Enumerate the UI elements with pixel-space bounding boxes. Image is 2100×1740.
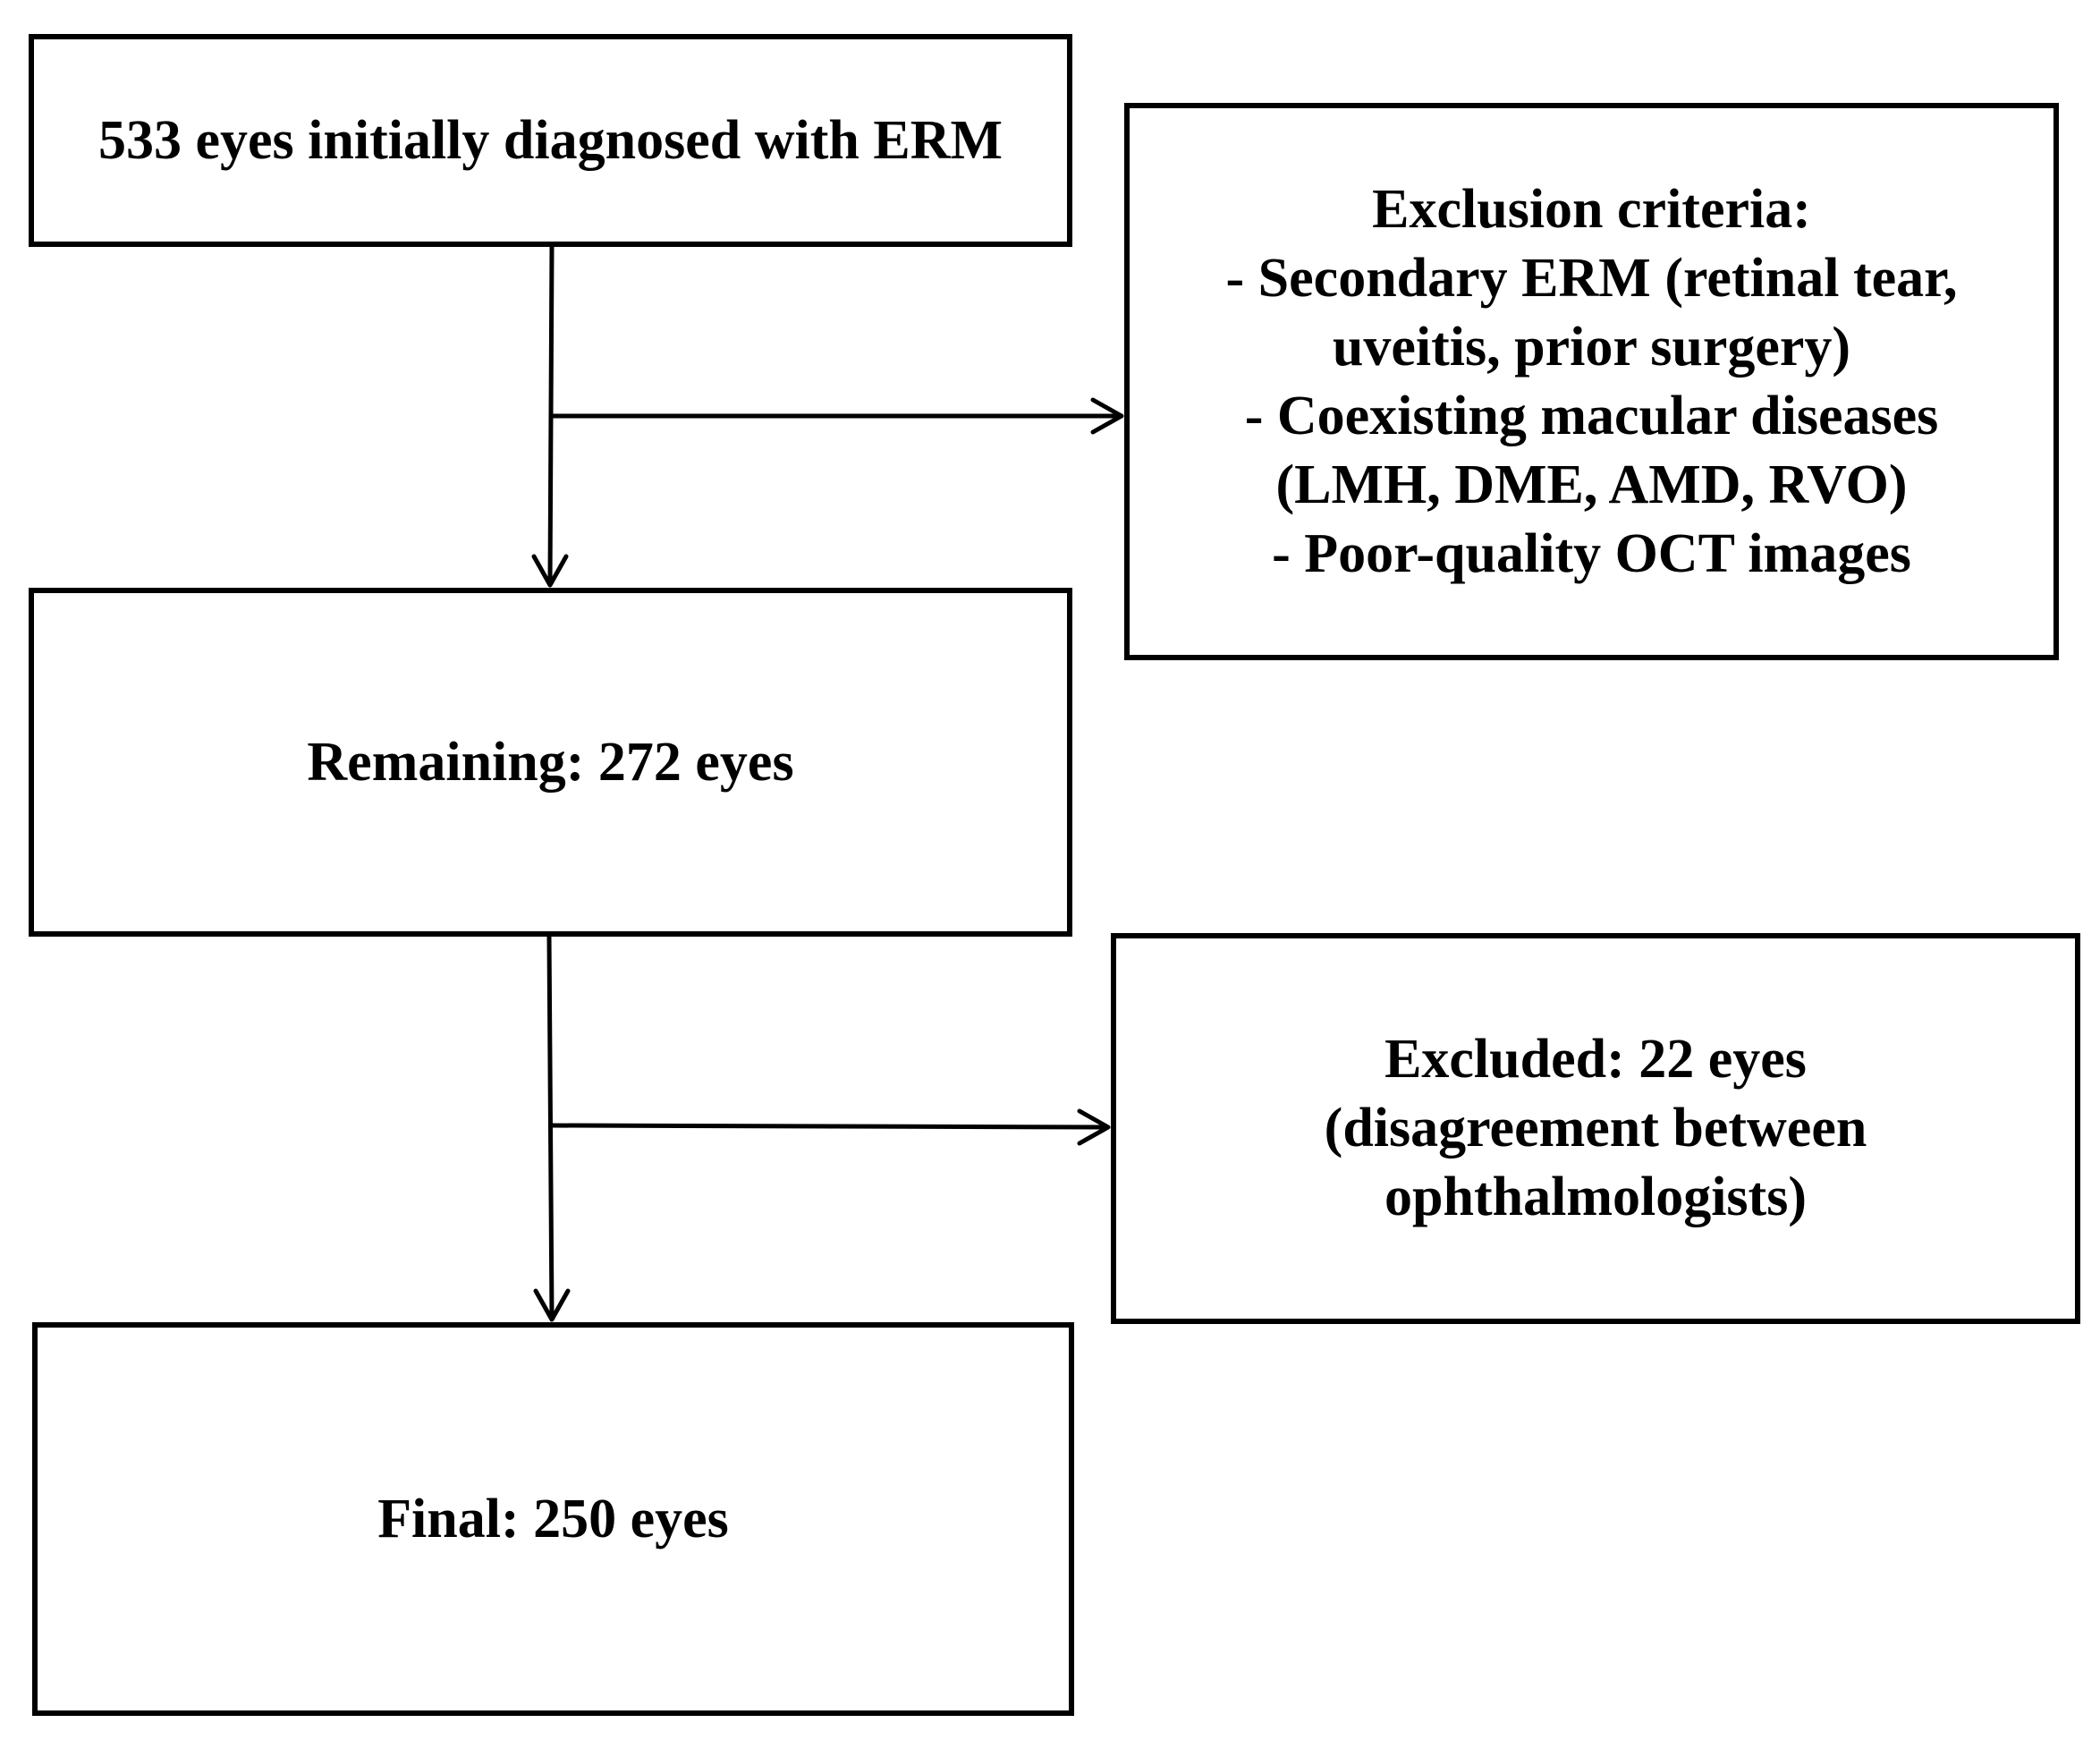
excluded-eyes-reason-line: (disagreement between [1324,1098,1867,1159]
exclusion-criteria-box: Exclusion criteria: - Secondary ERM (ret… [1124,103,2059,660]
final-eyes-text: Final: 250 eyes [377,1488,729,1549]
excluded-eyes-heading: Excluded: 22 eyes [1384,1029,1807,1090]
remaining-eyes-box: Remaining: 272 eyes [29,588,1072,937]
arrowhead-remaining [531,554,569,588]
excluded-eyes-box: Excluded: 22 eyes (disagreement between … [1111,933,2080,1324]
exclusion-criteria-line: - Coexisting macular diseases [1244,385,1939,446]
exclusion-criteria-line: (LMH, DME, AMD, RVO) [1275,454,1908,515]
arrow-remaining-to-final [546,934,555,1320]
arrowhead-excluded [1077,1108,1111,1146]
initial-eyes-text: 533 eyes initially diagnosed with ERM [97,109,1003,171]
exclusion-criteria-line: - Secondary ERM (retinal tear, [1225,247,1958,309]
excluded-eyes-reason-line: ophthalmologists) [1384,1167,1807,1227]
exclusion-criteria-line: uveitis, prior surgery) [1332,316,1851,378]
exclusion-criteria-heading: Exclusion criteria: [1372,178,1811,240]
initial-eyes-box: 533 eyes initially diagnosed with ERM [29,34,1072,247]
arrow-initial-to-remaining [547,244,555,586]
arrowhead-exclusion-criteria [1090,397,1124,435]
arrowhead-final [533,1288,571,1322]
final-eyes-box: Final: 250 eyes [32,1322,1074,1716]
exclusion-criteria-line: - Poor-quality OCT images [1272,522,1911,584]
arrow-to-excluded [548,1123,1109,1130]
remaining-eyes-text: Remaining: 272 eyes [307,731,794,793]
